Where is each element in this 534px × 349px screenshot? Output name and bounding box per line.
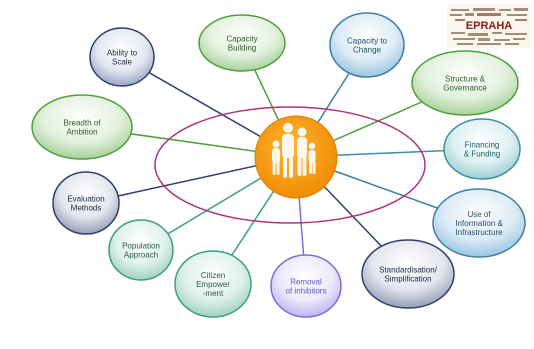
node-label-use-of-information: Infrastructure <box>455 228 503 237</box>
node-standardisation-simplification: Standardisation/Simplification <box>361 239 455 309</box>
family-icon <box>272 123 316 178</box>
node-label-removal-of-inhibitors: Removal <box>290 278 322 287</box>
node-label-breadth-of-ambition: Breadth of <box>64 119 102 128</box>
node-label-removal-of-inhibitors: of inhibitors <box>286 287 327 296</box>
node-label-standardisation-simplification: Simplification <box>384 275 431 284</box>
node-label-ability-to-scale: Scale <box>112 58 133 67</box>
node-ellipse-population-approach <box>108 219 174 281</box>
node-label-standardisation-simplification: Standardisation/ <box>379 266 438 275</box>
node-label-use-of-information: Use of <box>467 210 491 219</box>
epraha-word-cloud-logo: EPRAHA <box>447 4 531 48</box>
node-label-population-approach: Approach <box>124 251 158 260</box>
hub-node <box>254 115 338 199</box>
node-ellipse-financing-funding <box>443 118 521 180</box>
node-ellipse-use-of-information <box>432 188 526 258</box>
node-label-ability-to-scale: Ability to <box>107 49 138 58</box>
node-label-citizen-empowerment: Citizen <box>201 271 225 280</box>
outer-ring <box>154 106 426 224</box>
node-label-structure-governance: Structure & <box>445 75 486 84</box>
node-structure-governance: Structure &Governance <box>411 50 519 116</box>
node-ellipse-breadth-of-ambition <box>31 94 133 160</box>
node-label-financing-funding: & Funding <box>464 150 500 159</box>
node-ellipse-ability-to-scale <box>89 27 155 87</box>
node-label-capacity-building: Building <box>228 44 256 53</box>
node-label-capacity-building: Capacity <box>226 35 257 44</box>
node-label-capacity-to-change: Change <box>353 46 382 55</box>
node-ellipse-standardisation-simplification <box>361 239 455 309</box>
node-financing-funding: Financing& Funding <box>443 118 521 180</box>
node-label-evaluation-methods: Methods <box>71 204 102 213</box>
node-ellipse-removal-of-inhibitors <box>270 254 342 318</box>
node-label-breadth-of-ambition: Ambition <box>66 128 97 137</box>
node-label-evaluation-methods: Evaluation <box>67 195 104 204</box>
node-label-population-approach: Population <box>122 242 160 251</box>
node-label-capacity-to-change: Capacity to <box>347 37 388 46</box>
node-ellipse-capacity-building <box>198 14 286 72</box>
node-label-financing-funding: Financing <box>465 141 500 150</box>
node-label-structure-governance: Governance <box>443 84 487 93</box>
node-label-use-of-information: Information & <box>455 219 503 228</box>
node-ellipse-capacity-to-change <box>329 12 405 78</box>
node-label-citizen-empowerment: -ment <box>203 289 224 298</box>
node-ellipse-structure-governance <box>411 50 519 116</box>
hub-circle <box>254 115 338 199</box>
node-ellipse-citizen-empowerment <box>174 250 252 318</box>
logo-word: EPRAHA <box>466 20 513 32</box>
node-ellipse-evaluation-methods <box>52 171 120 235</box>
node-label-citizen-empowerment: Empower <box>196 280 230 289</box>
